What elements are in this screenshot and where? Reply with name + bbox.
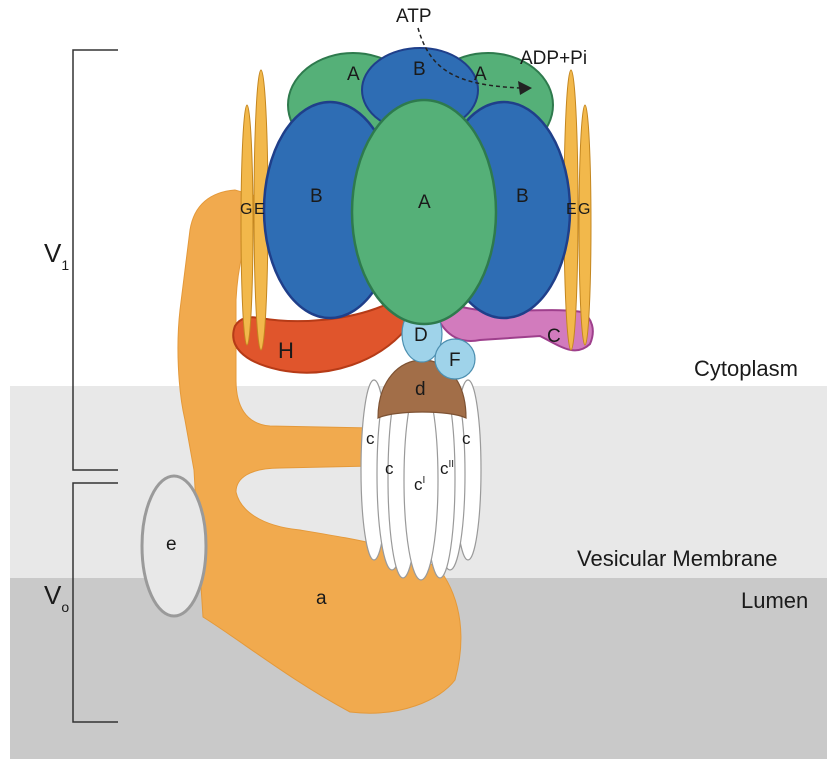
subunit-d-label: d bbox=[415, 379, 426, 400]
subunit-c-left-label: c bbox=[366, 429, 375, 448]
subunit-d-upper-label: D bbox=[414, 325, 428, 346]
subunit-e-right-label: E bbox=[566, 201, 577, 218]
subunit-e-left-label: E bbox=[254, 201, 265, 218]
adp-pi-label: ADP+Pi bbox=[520, 48, 587, 69]
subunit-g-right-label: G bbox=[578, 201, 590, 218]
v1-domain-label: V1 bbox=[44, 238, 69, 273]
subunit-b-top-label: B bbox=[413, 59, 426, 80]
subunit-c-label: C bbox=[547, 326, 561, 347]
subunit-g-left-label: G bbox=[240, 201, 252, 218]
atp-label: ATP bbox=[396, 6, 432, 27]
subunit-f-label: F bbox=[449, 350, 461, 371]
subunit-b-right-label: B bbox=[516, 186, 529, 207]
subunit-h-label: H bbox=[278, 338, 294, 363]
subunit-c-mid-label: c bbox=[385, 459, 394, 478]
subunit-a-center-label: A bbox=[418, 192, 431, 213]
subunit-e-label: e bbox=[166, 534, 177, 555]
stalk-g-left-shape bbox=[241, 105, 253, 345]
cytoplasm-label: Cytoplasm bbox=[694, 356, 798, 381]
subunit-b-left-label: B bbox=[310, 186, 323, 207]
stalk-g-right-shape bbox=[579, 105, 591, 345]
subunit-c-right-label: c bbox=[462, 429, 471, 448]
subunit-a-top-right-label: A bbox=[474, 64, 487, 85]
subunit-a-top-left-label: A bbox=[347, 64, 360, 85]
vesicular-membrane-label: Vesicular Membrane bbox=[577, 546, 778, 571]
lumen-label: Lumen bbox=[741, 588, 808, 613]
subunit-a-label: a bbox=[316, 588, 327, 609]
